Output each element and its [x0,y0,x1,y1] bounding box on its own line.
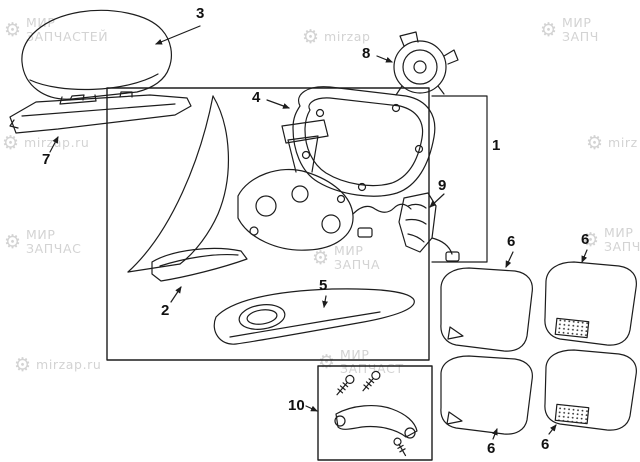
callout-2: 2 [161,302,170,319]
mirror-housing-part [292,86,436,197]
watermark-text: МИР [340,347,370,362]
watermark-text: МИР [604,225,634,240]
watermark: ⚙mirz [586,134,638,153]
callout-6: 6 [541,436,550,453]
turn-signal-lamp-part [9,91,192,134]
mirror-glass-top-right [544,261,637,346]
gear-icon: ⚙ [586,132,604,154]
mirror-cap-part [21,9,172,105]
watermark-text: МИР [26,15,56,30]
mirror-glass-bottom-right [544,349,637,431]
wiring-harness-part [398,192,460,262]
watermark-text: ЗАПЧА [334,257,381,273]
hardware-kit-parts [334,370,418,457]
callout-10: 10 [288,397,305,414]
watermark-text: ЗАПЧАС [26,241,82,257]
watermark-text: mirzap.ru [36,357,102,373]
watermark-text: ЗАПЧ [562,29,599,45]
gear-icon: ⚙ [302,26,320,48]
lower-housing-trim-part [213,288,415,345]
screw-bolt [393,437,407,457]
callout-5: 5 [319,277,328,294]
watermark-text: МИР [562,15,592,30]
watermark-text: mirzap [324,29,371,45]
callout-8: 8 [362,45,371,62]
callout-9: 9 [438,177,447,194]
screw-bolt [362,370,381,392]
callout-3: 3 [196,5,205,22]
lower-gasket-part [151,247,248,282]
gear-icon: ⚙ [4,18,22,41]
callout-4: 4 [252,89,261,106]
callout-6: 6 [581,231,590,248]
gear-icon: ⚙ [582,228,600,251]
mirror-glass-bottom-left [440,355,533,435]
watermark-text: ЗАПЧАСТ [340,361,404,377]
leader-lines [49,25,588,440]
part1-bracket-line [431,95,488,263]
callout-1: 1 [492,137,501,154]
gear-icon: ⚙ [14,354,32,376]
watermark-text: mirz [608,135,638,151]
callout-6: 6 [487,440,496,457]
watermark-text: МИР [26,227,56,242]
assembly-frame-box [106,87,430,361]
watermark: ⚙mirzap [302,28,371,47]
screw-bolt [336,374,355,396]
watermark-text: ЗАПЧАСТЕЙ [26,29,109,45]
gear-icon: ⚙ [2,132,20,154]
mirror-glass-top-left [440,267,533,352]
watermark: ⚙mirzap.ru [14,356,101,375]
gear-icon: ⚙ [4,230,22,253]
mounting-bracket [334,404,418,439]
callout-7: 7 [42,151,51,168]
hardware-kit-box [317,365,433,461]
gear-icon: ⚙ [312,246,330,269]
callout-6: 6 [507,233,516,250]
watermark-text: ЗАПЧ [604,239,640,255]
mirror-actuator-part [393,31,459,96]
mirror-base-plate-part [127,95,229,273]
watermark-text: МИР [334,243,364,258]
gear-icon: ⚙ [540,18,558,41]
